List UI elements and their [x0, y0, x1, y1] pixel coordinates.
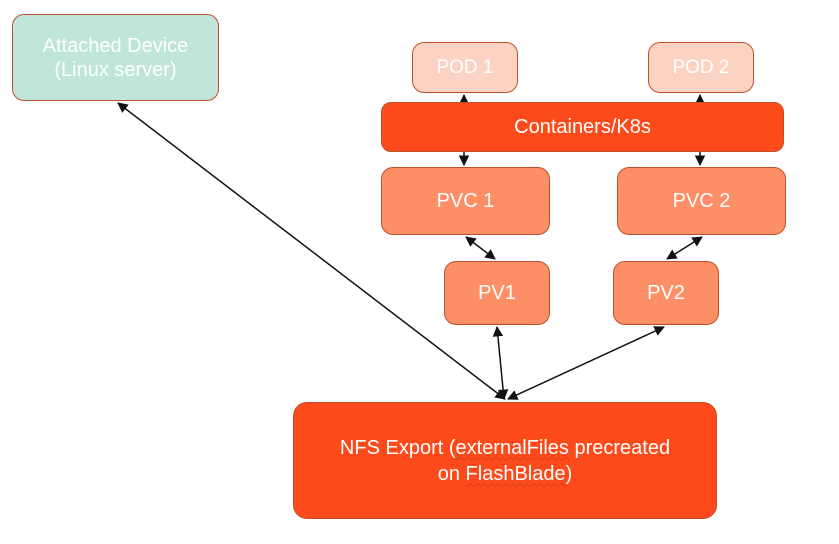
nfs-export-line2: on FlashBlade)	[438, 461, 573, 487]
attached-device-line2: (Linux server)	[54, 58, 177, 81]
containers-k8s-node: Containers/K8s	[381, 102, 784, 152]
pod1-node: POD 1	[412, 42, 518, 93]
pod1-label: POD 1	[436, 56, 494, 78]
pod2-label: POD 2	[672, 56, 730, 78]
nfs-export-node: NFS Export (externalFiles precreated on …	[293, 402, 717, 519]
connector-pvc2-pv2	[666, 236, 703, 260]
pv1-node: PV1	[444, 261, 550, 325]
pvc2-label: PVC 2	[672, 189, 731, 212]
nfs-text-close: )	[565, 462, 573, 485]
attached-device-line1: Attached Device	[42, 34, 189, 57]
nfs-text-precreated: precreated	[568, 436, 671, 459]
pvc1-label: PVC 1	[436, 189, 495, 212]
pod2-node: POD 2	[648, 42, 754, 93]
pv1-label: PV1	[478, 281, 516, 304]
pvc2-node: PVC 2	[617, 167, 786, 235]
connector-pvc1-pv1	[465, 236, 496, 260]
nfs-text-flashblade: FlashBlade	[465, 462, 566, 485]
pv2-node: PV2	[613, 261, 719, 325]
containers-k8s-label: Containers/K8s	[514, 115, 651, 138]
attached-device-node: Attached Device (Linux server)	[12, 14, 219, 101]
pvc1-node: PVC 1	[381, 167, 550, 235]
connector-pv2-nfs	[507, 326, 665, 400]
pv2-label: PV2	[647, 281, 685, 304]
nfs-export-line1: NFS Export (externalFiles precreated	[340, 435, 670, 461]
connector-device-nfs	[117, 102, 506, 400]
nfs-text-externalfiles: externalFiles	[455, 436, 569, 459]
connector-pv1-nfs	[492, 325, 509, 401]
nfs-text-prefix: NFS Export (	[339, 436, 456, 459]
nfs-text-on: on	[437, 462, 466, 485]
